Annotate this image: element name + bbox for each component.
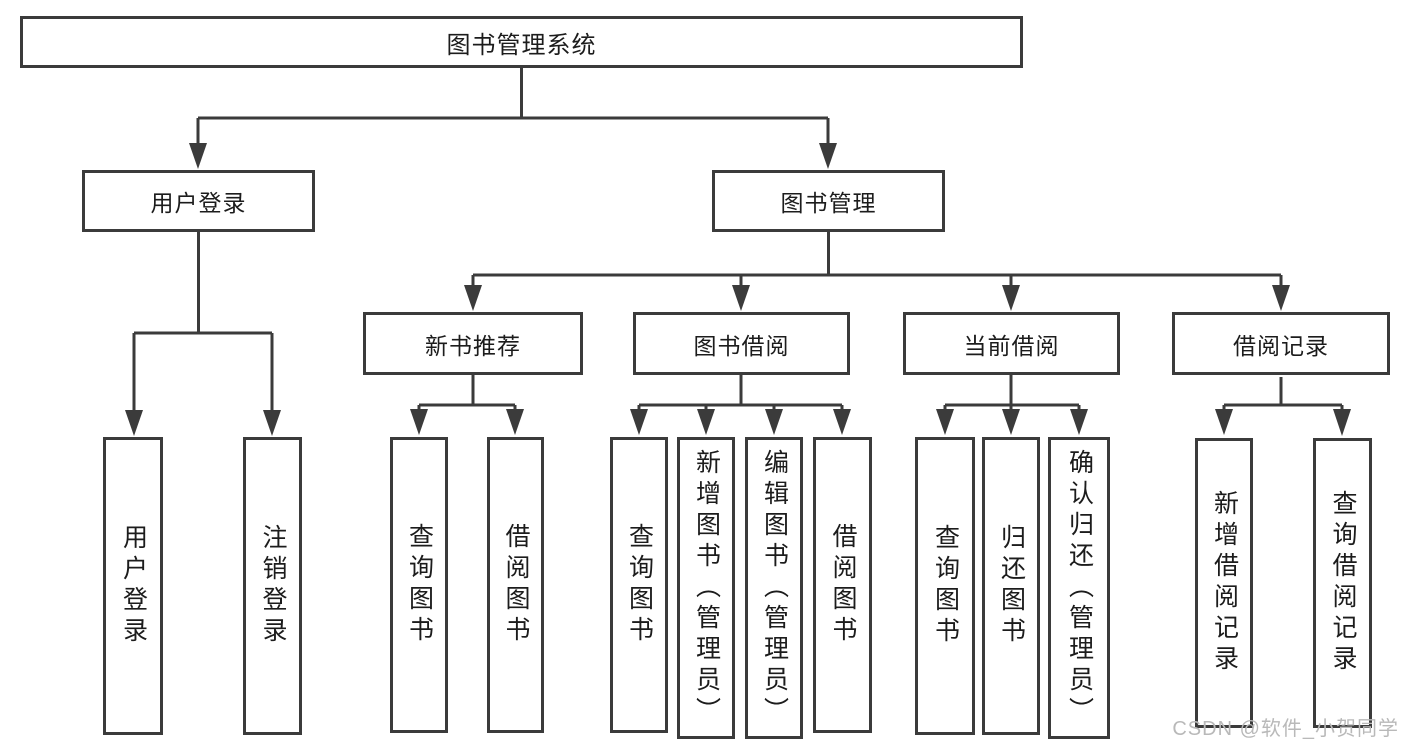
arrowhead <box>732 285 750 311</box>
arrowhead <box>1002 285 1020 311</box>
leaf-label: 归还图书 <box>997 524 1026 648</box>
node-new-book-recommend: 新书推荐 <box>363 312 583 375</box>
arrowhead <box>189 143 207 169</box>
leaf-query-books: 查询图书 <box>390 437 448 733</box>
leaf-query-books: 查询图书 <box>915 437 975 735</box>
arrowhead <box>936 409 954 435</box>
node-label: 用户登录 <box>150 190 247 216</box>
node-book-borrow: 图书借阅 <box>633 312 850 375</box>
node-library-management-system: 图书管理系统 <box>20 16 1023 68</box>
leaf-logout: 注销登录 <box>243 437 302 735</box>
node-label: 图书管理 <box>780 190 877 216</box>
arrowhead <box>833 409 851 435</box>
node-label: 借阅记录 <box>1233 332 1329 359</box>
arrowhead <box>506 409 524 435</box>
leaf-edit-books-admin: 编辑图书（管理员） <box>745 437 803 739</box>
arrowhead <box>630 409 648 435</box>
node-book-management: 图书管理 <box>712 170 945 232</box>
arrowhead <box>410 409 428 435</box>
arrowhead <box>1333 409 1351 436</box>
arrowhead <box>1070 409 1088 435</box>
arrowhead <box>819 143 837 169</box>
connector-mgmt-to-level3 <box>471 232 1283 286</box>
arrowhead <box>125 410 143 436</box>
leaf-label: 查询图书 <box>625 523 654 647</box>
arrowhead <box>765 409 783 435</box>
node-label: 当前借阅 <box>963 332 1060 359</box>
arrowhead <box>1272 285 1290 311</box>
node-label: 图书管理系统 <box>446 31 597 59</box>
connector-login-to-leaves <box>132 232 274 412</box>
node-user-login: 用户登录 <box>82 170 315 232</box>
leaf-label: 借阅图书 <box>502 523 530 647</box>
arrowhead <box>263 410 281 436</box>
arrowhead <box>697 409 715 435</box>
node-current-borrow: 当前借阅 <box>903 312 1120 375</box>
connector-recommend-to-leaves <box>417 375 517 410</box>
leaf-confirm-return-admin: 确认归还（管理员） <box>1048 437 1110 739</box>
leaf-label: 注销登录 <box>259 524 287 648</box>
connector-root-to-level2 <box>196 68 830 146</box>
leaf-query-borrow-record: 查询借阅记录 <box>1313 438 1372 728</box>
leaf-add-books-admin: 新增图书（管理员） <box>677 437 735 739</box>
arrowhead <box>1215 409 1233 435</box>
leaf-label: 查询图书 <box>931 524 960 648</box>
leaf-label: 确认归还（管理员） <box>1065 448 1094 728</box>
leaf-user-login: 用户登录 <box>103 437 163 735</box>
leaf-query-books: 查询图书 <box>610 437 668 733</box>
connector-records-to-leaves <box>1222 377 1344 410</box>
leaf-label: 查询图书 <box>405 523 434 647</box>
leaf-label: 用户登录 <box>119 524 148 648</box>
leaf-return-books: 归还图书 <box>982 437 1040 735</box>
leaf-borrow-books: 借阅图书 <box>487 437 544 733</box>
node-label: 图书借阅 <box>693 332 790 359</box>
leaf-label: 编辑图书（管理员） <box>760 448 789 728</box>
leaf-add-borrow-record: 新增借阅记录 <box>1195 438 1253 728</box>
leaf-label: 借阅图书 <box>829 523 857 647</box>
node-borrow-records: 借阅记录 <box>1172 312 1390 375</box>
connector-borrow-to-leaves <box>637 375 844 410</box>
arrowhead <box>464 285 482 311</box>
connector-current-to-leaves <box>943 375 1081 410</box>
node-label: 新书推荐 <box>425 332 521 359</box>
leaf-borrow-books: 借阅图书 <box>813 437 872 733</box>
leaf-label: 新增借阅记录 <box>1210 490 1239 676</box>
leaf-label: 新增图书（管理员） <box>692 448 721 728</box>
leaf-label: 查询借阅记录 <box>1329 490 1357 676</box>
arrowhead <box>1002 409 1020 435</box>
